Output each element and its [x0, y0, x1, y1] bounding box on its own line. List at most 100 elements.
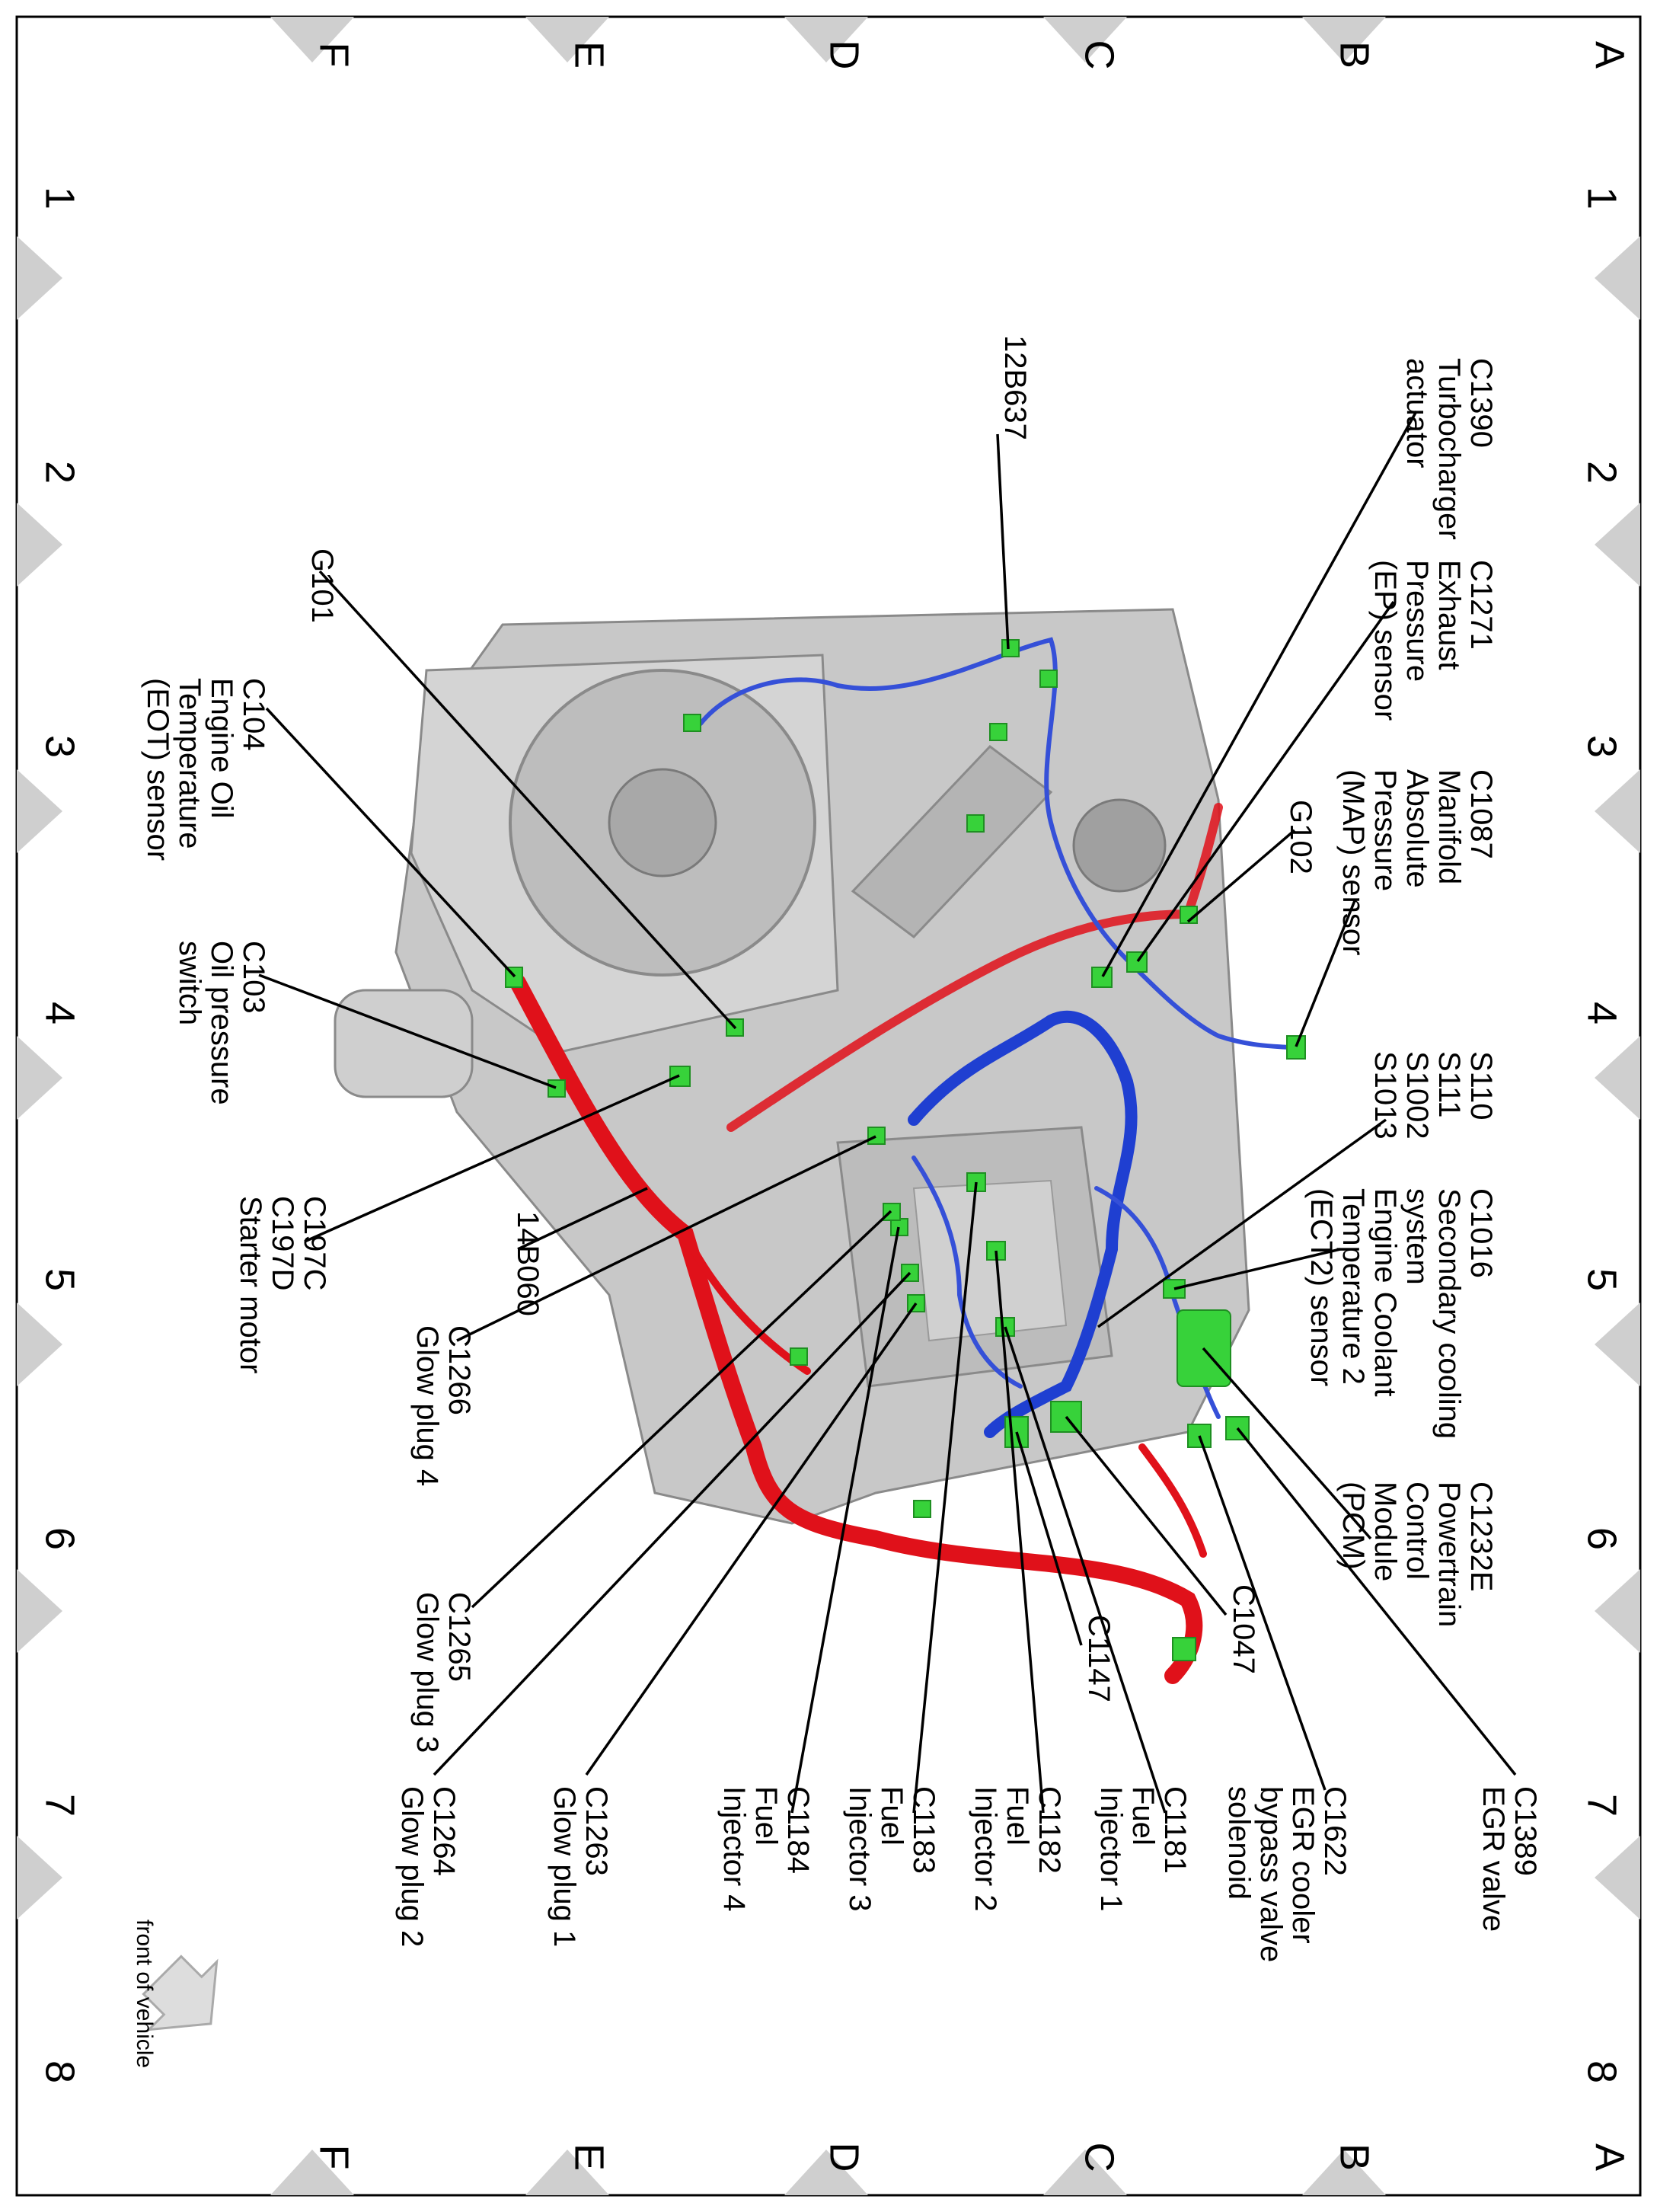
grid-row-label-top-b: B [1332, 41, 1378, 69]
grid-row-label-bottom-e: E [567, 2143, 612, 2171]
callout-c1087-line-4: (MAP) sensor [1336, 769, 1370, 956]
callout-c1264-line-1: Glow plug 2 [395, 1786, 429, 1947]
callout-c1181-line-2: Injector 1 [1094, 1786, 1128, 1912]
callout-c1232e-line-1: Powertrain [1432, 1482, 1466, 1627]
callout-14b060: 14B060 [511, 1211, 544, 1316]
grid-col-label-right-1: 1 [1579, 187, 1625, 209]
callout-c1390-line-0: C1390 [1464, 358, 1498, 448]
connector-c197 [669, 1066, 691, 1087]
leader-lines [258, 411, 1517, 1814]
grid-col-label-left-1: 1 [37, 187, 83, 209]
callout-c1389-line-0: C1389 [1509, 1786, 1542, 1876]
connector-top-4 [1039, 670, 1058, 688]
callout-c1271-line-0: C1271 [1464, 560, 1498, 650]
callout-c1271-line-3: (EP) sensor [1368, 560, 1402, 721]
grid-row-label-bottom-f: F [311, 2145, 357, 2170]
callout-c1183-line-0: C1183 [907, 1786, 940, 1874]
grid-col-label-left-2: 2 [37, 461, 83, 484]
callout-c1184-line-0: C1184 [781, 1786, 815, 1874]
callout-c1016-line-0: C1016 [1464, 1188, 1498, 1278]
grid-col-label-left-8: 8 [37, 2060, 83, 2083]
front-of-vehicle-indicator: front of vehicle [132, 1920, 219, 2068]
harness-blue-main [908, 1010, 1138, 1438]
callout-c1183-line-1: Fuel [875, 1786, 908, 1846]
connector-top-3 [989, 723, 1007, 741]
connector-c1182 [986, 1241, 1006, 1261]
grid-col-label-right-5: 5 [1579, 1268, 1625, 1291]
callout-c1264-line-0: C1264 [427, 1786, 461, 1876]
callout-c1087-line-1: Manifold [1432, 769, 1466, 884]
grid-col-label-right-8: 8 [1579, 2060, 1625, 2083]
callout-c1263-line-1: Glow plug 1 [548, 1786, 581, 1947]
callout-s110-line-3: S1013 [1368, 1051, 1402, 1140]
callout-c197-line-2: Starter motor [234, 1196, 267, 1373]
callout-c1184-line-1: Fuel [749, 1786, 783, 1846]
grid-col-label-right-2: 2 [1579, 461, 1625, 484]
callout-g101: G101 [305, 548, 339, 623]
grid-col-label-left-6: 6 [37, 1527, 83, 1550]
callout-g102-line-0: G102 [1284, 800, 1317, 874]
callout-c197-line-0: C197C [298, 1196, 331, 1291]
connector-c1266 [867, 1127, 886, 1145]
callout-c1087-line-2: Absolute [1400, 769, 1434, 888]
callout-12b637-line-0: 12B637 [998, 335, 1032, 440]
grid-col-label-left-4: 4 [37, 1002, 83, 1024]
connector-c1390 [1091, 967, 1113, 988]
callout-c1266-line-1: Glow plug 4 [410, 1325, 444, 1486]
connector-bottom-1 [790, 1347, 808, 1366]
turbocharger [1072, 798, 1167, 893]
callout-c1147: C1147 [1082, 1615, 1116, 1702]
callout-c1016-line-4: Temperature 2 [1336, 1188, 1370, 1385]
callout-c1047: C1047 [1227, 1584, 1260, 1674]
callout-c1016-line-3: Engine Coolant [1368, 1188, 1402, 1397]
callout-labels: C1390Turbochargeractuator12B637C1271Exha… [141, 335, 1542, 1962]
callout-c1181-line-1: Fuel [1126, 1786, 1160, 1846]
intake-pipe [851, 744, 1053, 939]
callout-c1265-line-0: C1265 [442, 1592, 476, 1682]
callout-s110-line-0: S110 [1464, 1051, 1498, 1120]
callout-c1016-line-1: Secondary cooling [1432, 1188, 1466, 1439]
connector-top-2 [966, 814, 985, 833]
callout-c1182-line-0: C1182 [1033, 1786, 1066, 1874]
callout-c1622-line-1: EGR cooler [1286, 1786, 1320, 1944]
callout-c1182-line-1: Fuel [1001, 1786, 1034, 1846]
callout-c1232e-line-3: Module [1368, 1482, 1402, 1581]
callout-c1181-line-0: C1181 [1158, 1786, 1192, 1874]
front-arrow-icon [142, 1955, 219, 2031]
callout-c103-line-2: switch [173, 941, 206, 1025]
connector-bottom-3 [913, 1500, 931, 1518]
grid-col-label-left-5: 5 [37, 1268, 83, 1291]
grid-row-label-top-e: E [567, 41, 612, 69]
grid-row-label-bottom-c: C [1077, 2143, 1122, 2172]
callout-c197-line-1: C197D [266, 1196, 299, 1291]
harness-red-main [509, 974, 1203, 1684]
callout-c1087-line-0: C1087 [1464, 769, 1498, 859]
callout-c104-line-2: Temperature [173, 678, 206, 849]
callout-c1232e-line-0: C1232E [1464, 1482, 1498, 1592]
grid-row-label-top-a: A [1587, 41, 1633, 69]
callout-c1390-line-2: actuator [1400, 358, 1434, 468]
connector-bottom-2 [1172, 1637, 1196, 1661]
callout-12b637: 12B637 [998, 335, 1032, 440]
connector-c1271 [1126, 951, 1148, 973]
callout-c103-line-1: Oil pressure [205, 941, 238, 1105]
callout-c1184-line-2: Injector 4 [717, 1786, 751, 1912]
callout-c1182-line-2: Injector 2 [969, 1786, 1002, 1912]
callout-g102: G102 [1284, 800, 1317, 874]
harness-blue-upper [698, 637, 1304, 1053]
callout-c1232e-line-2: Control [1400, 1482, 1434, 1580]
connectors [505, 639, 1306, 1661]
callout-s110-line-1: S111 [1432, 1051, 1466, 1117]
callout-c104-line-1: Engine Oil [205, 678, 238, 819]
